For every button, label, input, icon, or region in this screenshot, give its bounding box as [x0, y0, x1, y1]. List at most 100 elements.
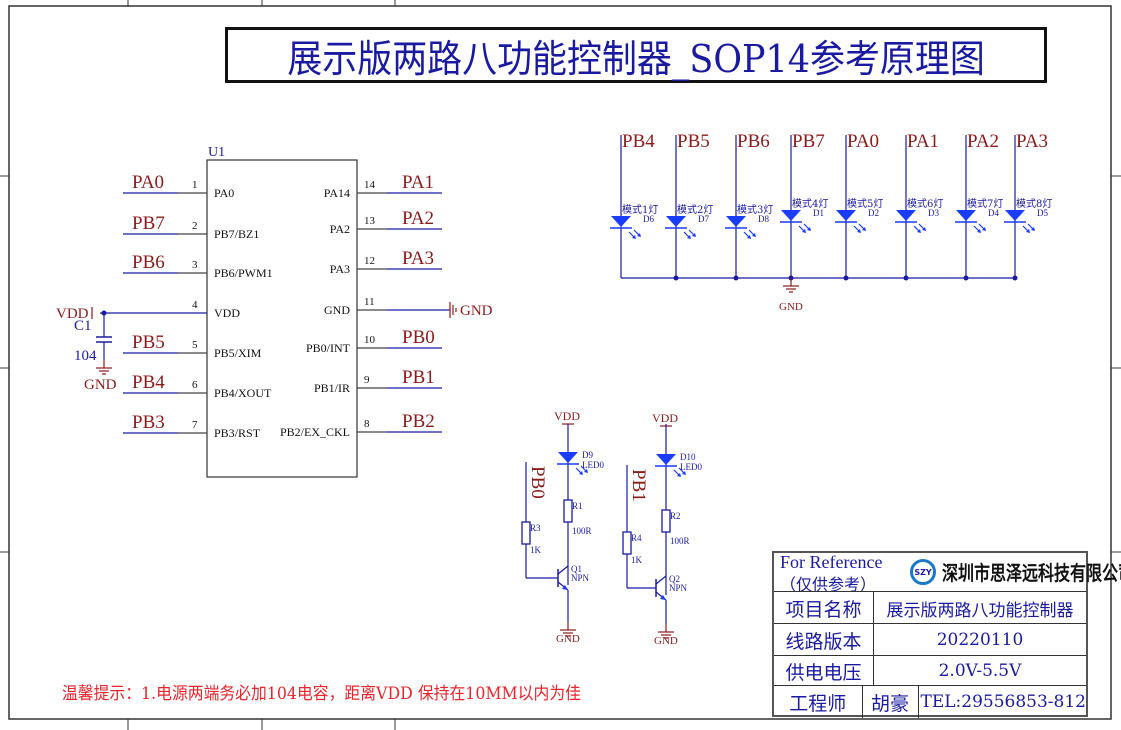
led-triangle — [781, 210, 801, 221]
company-logo-icon: SZY — [910, 559, 936, 585]
resistor-ref: R4 — [631, 533, 642, 543]
led-mode-label: 模式7灯 — [967, 197, 1003, 210]
warning-note: 温馨提示：1.电源两端务必加104电容，距离VDD 保持在10MM以内为佳 — [62, 684, 581, 704]
net-label-PB6: PB6 — [132, 252, 165, 273]
led-arrowhead — [632, 235, 636, 239]
pin-number: 8 — [364, 418, 370, 430]
led-D7 — [665, 216, 696, 239]
pin-name: GND — [324, 303, 350, 317]
led-triangle — [956, 210, 976, 221]
led-mode-label: 模式8灯 — [1016, 197, 1052, 210]
led-triangle — [611, 216, 631, 227]
vdd-label: VDD — [652, 411, 678, 425]
junction-dot — [903, 275, 909, 281]
led-arrowhead — [752, 233, 756, 237]
page-title: 展示版两路八功能控制器_SOP14参考原理图 — [287, 36, 985, 81]
pin-number: 10 — [364, 334, 376, 346]
vdd-label: VDD — [554, 409, 580, 423]
transistor-ref: Q1 — [571, 564, 582, 574]
net-label-PB5: PB5 — [132, 332, 165, 353]
pin-name: PB4/XOUT — [214, 386, 272, 400]
engineer-tel: TEL:29556853-812 — [920, 692, 1086, 712]
led-triangle — [836, 210, 856, 221]
net-label-PA2: PA2 — [402, 208, 434, 229]
led-mode-label: 模式4灯 — [792, 197, 828, 210]
led-mode-label: 模式2灯 — [677, 203, 713, 216]
led-D1 — [780, 210, 811, 233]
project-name-label: 项目名称 — [774, 592, 874, 624]
net-label-PA1: PA1 — [907, 131, 939, 152]
resistor-ref: R2 — [670, 511, 681, 521]
pin-number: 11 — [364, 296, 375, 308]
led-value: LED0 — [582, 460, 604, 470]
title-block-row-project: 项目名称 展示版两路八功能控制器 — [774, 591, 1086, 624]
transistor-ref: Q2 — [669, 574, 680, 584]
net-label-PB7: PB7 — [132, 213, 165, 234]
net-label-PB0: PB0 — [402, 327, 435, 348]
ground-symbol — [783, 278, 799, 293]
pin-number: 4 — [192, 299, 198, 311]
engineer-name: 胡豪 — [863, 686, 919, 718]
net-label-PB4: PB4 — [132, 372, 165, 393]
resistor-value: 1K — [631, 555, 643, 565]
led-arrowhead — [1031, 227, 1035, 231]
led-arrowhead — [687, 235, 691, 239]
gnd-label: GND — [654, 635, 678, 647]
net-label-PB6: PB6 — [737, 131, 770, 152]
transistor-arrow — [562, 585, 568, 590]
led-ref: D1 — [813, 208, 824, 218]
led-D8 — [725, 216, 756, 239]
led-ref: D6 — [643, 214, 654, 224]
net-label-PB3: PB3 — [132, 412, 165, 433]
net-label-PB7: PB7 — [792, 131, 825, 152]
pin-number: 9 — [364, 374, 370, 386]
led-ref: D10 — [680, 452, 696, 462]
pin-name: PB1/IR — [314, 381, 350, 395]
pin-name: PA2 — [330, 222, 350, 236]
pin-name: PB6/PWM1 — [214, 266, 273, 280]
led-triangle — [1005, 210, 1025, 221]
led-mode-label: 模式5灯 — [847, 197, 883, 210]
net-label-PA0: PA0 — [847, 131, 879, 152]
title-block-row-voltage: 供电电压 2.0V-5.5V — [774, 655, 1086, 686]
net-label-PB1: PB1 — [628, 469, 649, 502]
project-name-value: 展示版两路八功能控制器 — [886, 600, 1074, 621]
resistor-R4 — [622, 531, 632, 555]
led-arrowhead — [584, 469, 588, 473]
led-D4 — [955, 210, 986, 233]
resistor-value: 1K — [530, 545, 542, 555]
ic-ref-label: U1 — [208, 145, 225, 160]
junction-dot — [733, 275, 739, 281]
pin-name: VDD — [214, 306, 240, 320]
gnd-label: GND — [556, 633, 580, 645]
led-ref: D8 — [758, 214, 769, 224]
circuit-version-label: 线路版本 — [774, 624, 874, 656]
led-D10 — [655, 454, 686, 477]
pin-number: 7 — [192, 419, 198, 431]
led-arrowhead — [1026, 229, 1030, 233]
net-label-PB4: PB4 — [622, 131, 655, 152]
net-label-PA3: PA3 — [1016, 131, 1048, 152]
reference-label-en: For Reference — [780, 552, 883, 572]
led-ref: D9 — [582, 450, 593, 460]
led-arrowhead — [977, 229, 981, 233]
led-mode-label: 模式1灯 — [622, 203, 658, 216]
pin-name: PA0 — [214, 186, 234, 200]
led-arrowhead — [682, 471, 686, 475]
transistor-arrow — [660, 595, 666, 600]
led-triangle — [656, 454, 676, 465]
company-name: 深圳市思泽远科技有限公司 — [942, 561, 1121, 585]
supply-voltage-label: 供电电压 — [774, 656, 874, 686]
led-arrowhead — [807, 227, 811, 231]
